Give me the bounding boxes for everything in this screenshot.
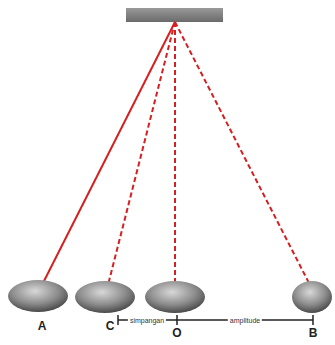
string-a bbox=[42, 22, 175, 285]
bob-b bbox=[292, 281, 332, 313]
string-o bbox=[174, 22, 176, 285]
point-label: A bbox=[38, 320, 47, 332]
string-b bbox=[175, 22, 310, 285]
bob-a bbox=[8, 280, 68, 312]
measure-brackets bbox=[118, 315, 313, 325]
point-label: C bbox=[106, 320, 115, 332]
point-label: B bbox=[309, 327, 318, 339]
string-c bbox=[108, 22, 175, 285]
bob-c bbox=[75, 281, 135, 313]
support-bar bbox=[126, 8, 223, 22]
displacement-label: simpangan bbox=[128, 317, 166, 324]
point-label: O bbox=[172, 327, 181, 339]
bob-o bbox=[145, 281, 205, 313]
amplitude-label: amplitude bbox=[228, 317, 262, 324]
